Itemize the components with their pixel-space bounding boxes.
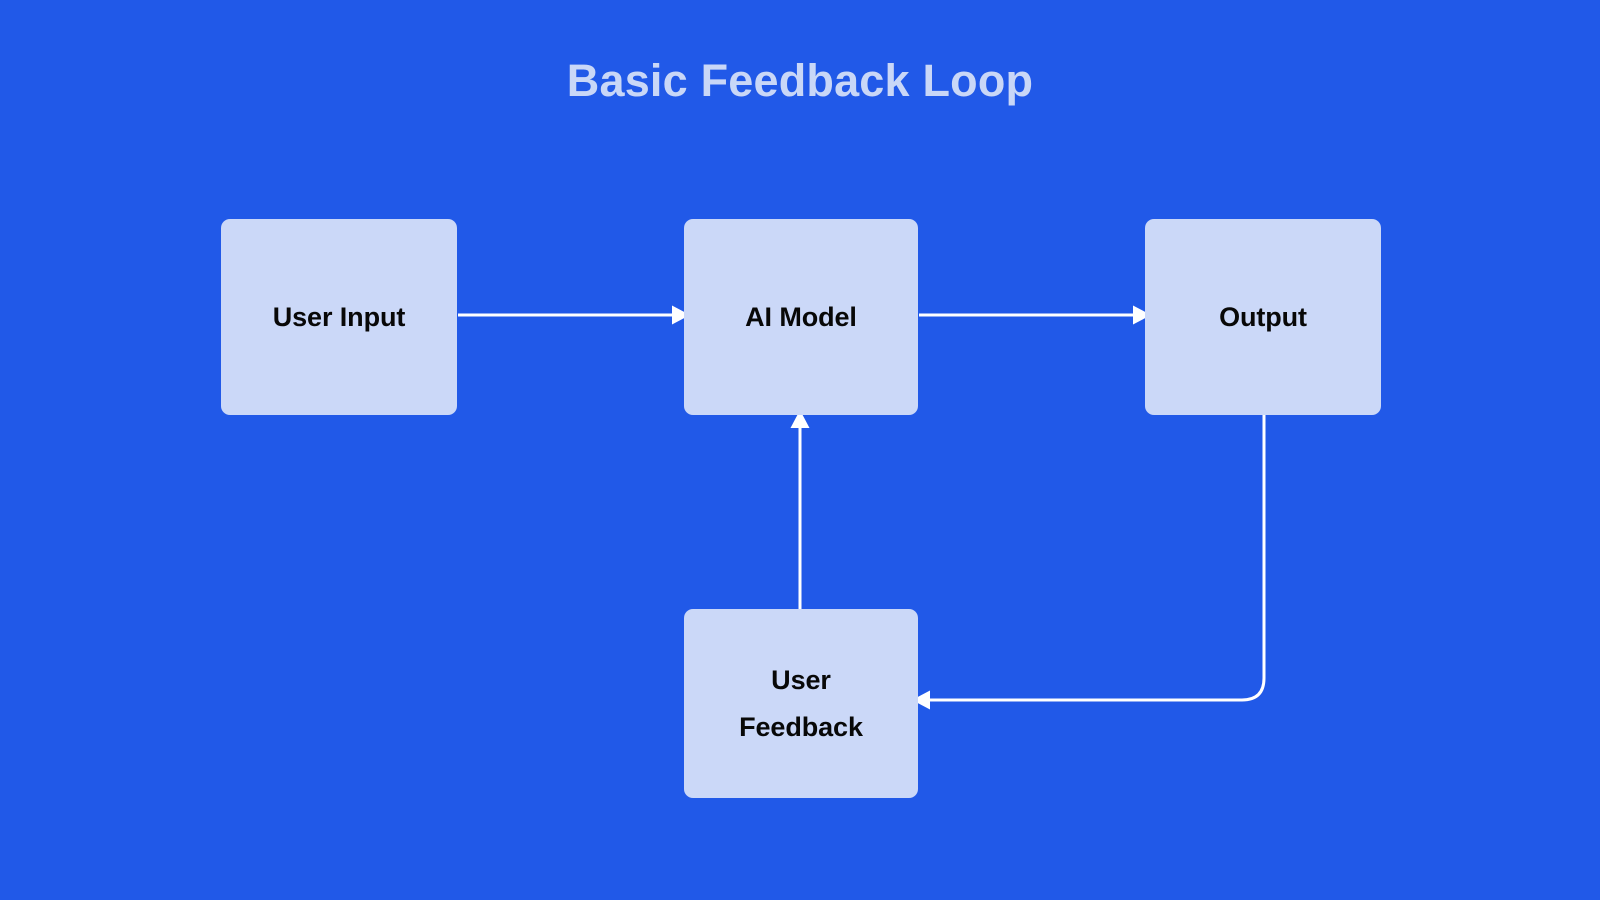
node-label: User Input [272, 301, 406, 332]
edge-user-input-to-ai-model [458, 305, 690, 325]
edge-ai-model-to-output [919, 305, 1151, 325]
page-title: Basic Feedback Loop [566, 55, 1034, 106]
node-label: AI Model [745, 301, 857, 332]
node-label: User Feedback [739, 665, 863, 742]
node-user-feedback[interactable]: User Feedback [684, 609, 918, 798]
edge-user-feedback-to-ai-model [790, 410, 810, 609]
node-ai-model[interactable]: AI Model [684, 219, 918, 415]
node-user-input[interactable]: User Input [221, 219, 457, 415]
node-output[interactable]: Output [1145, 219, 1381, 415]
edge-output-to-user-feedback [912, 415, 1266, 710]
node-label: Output [1219, 301, 1307, 332]
